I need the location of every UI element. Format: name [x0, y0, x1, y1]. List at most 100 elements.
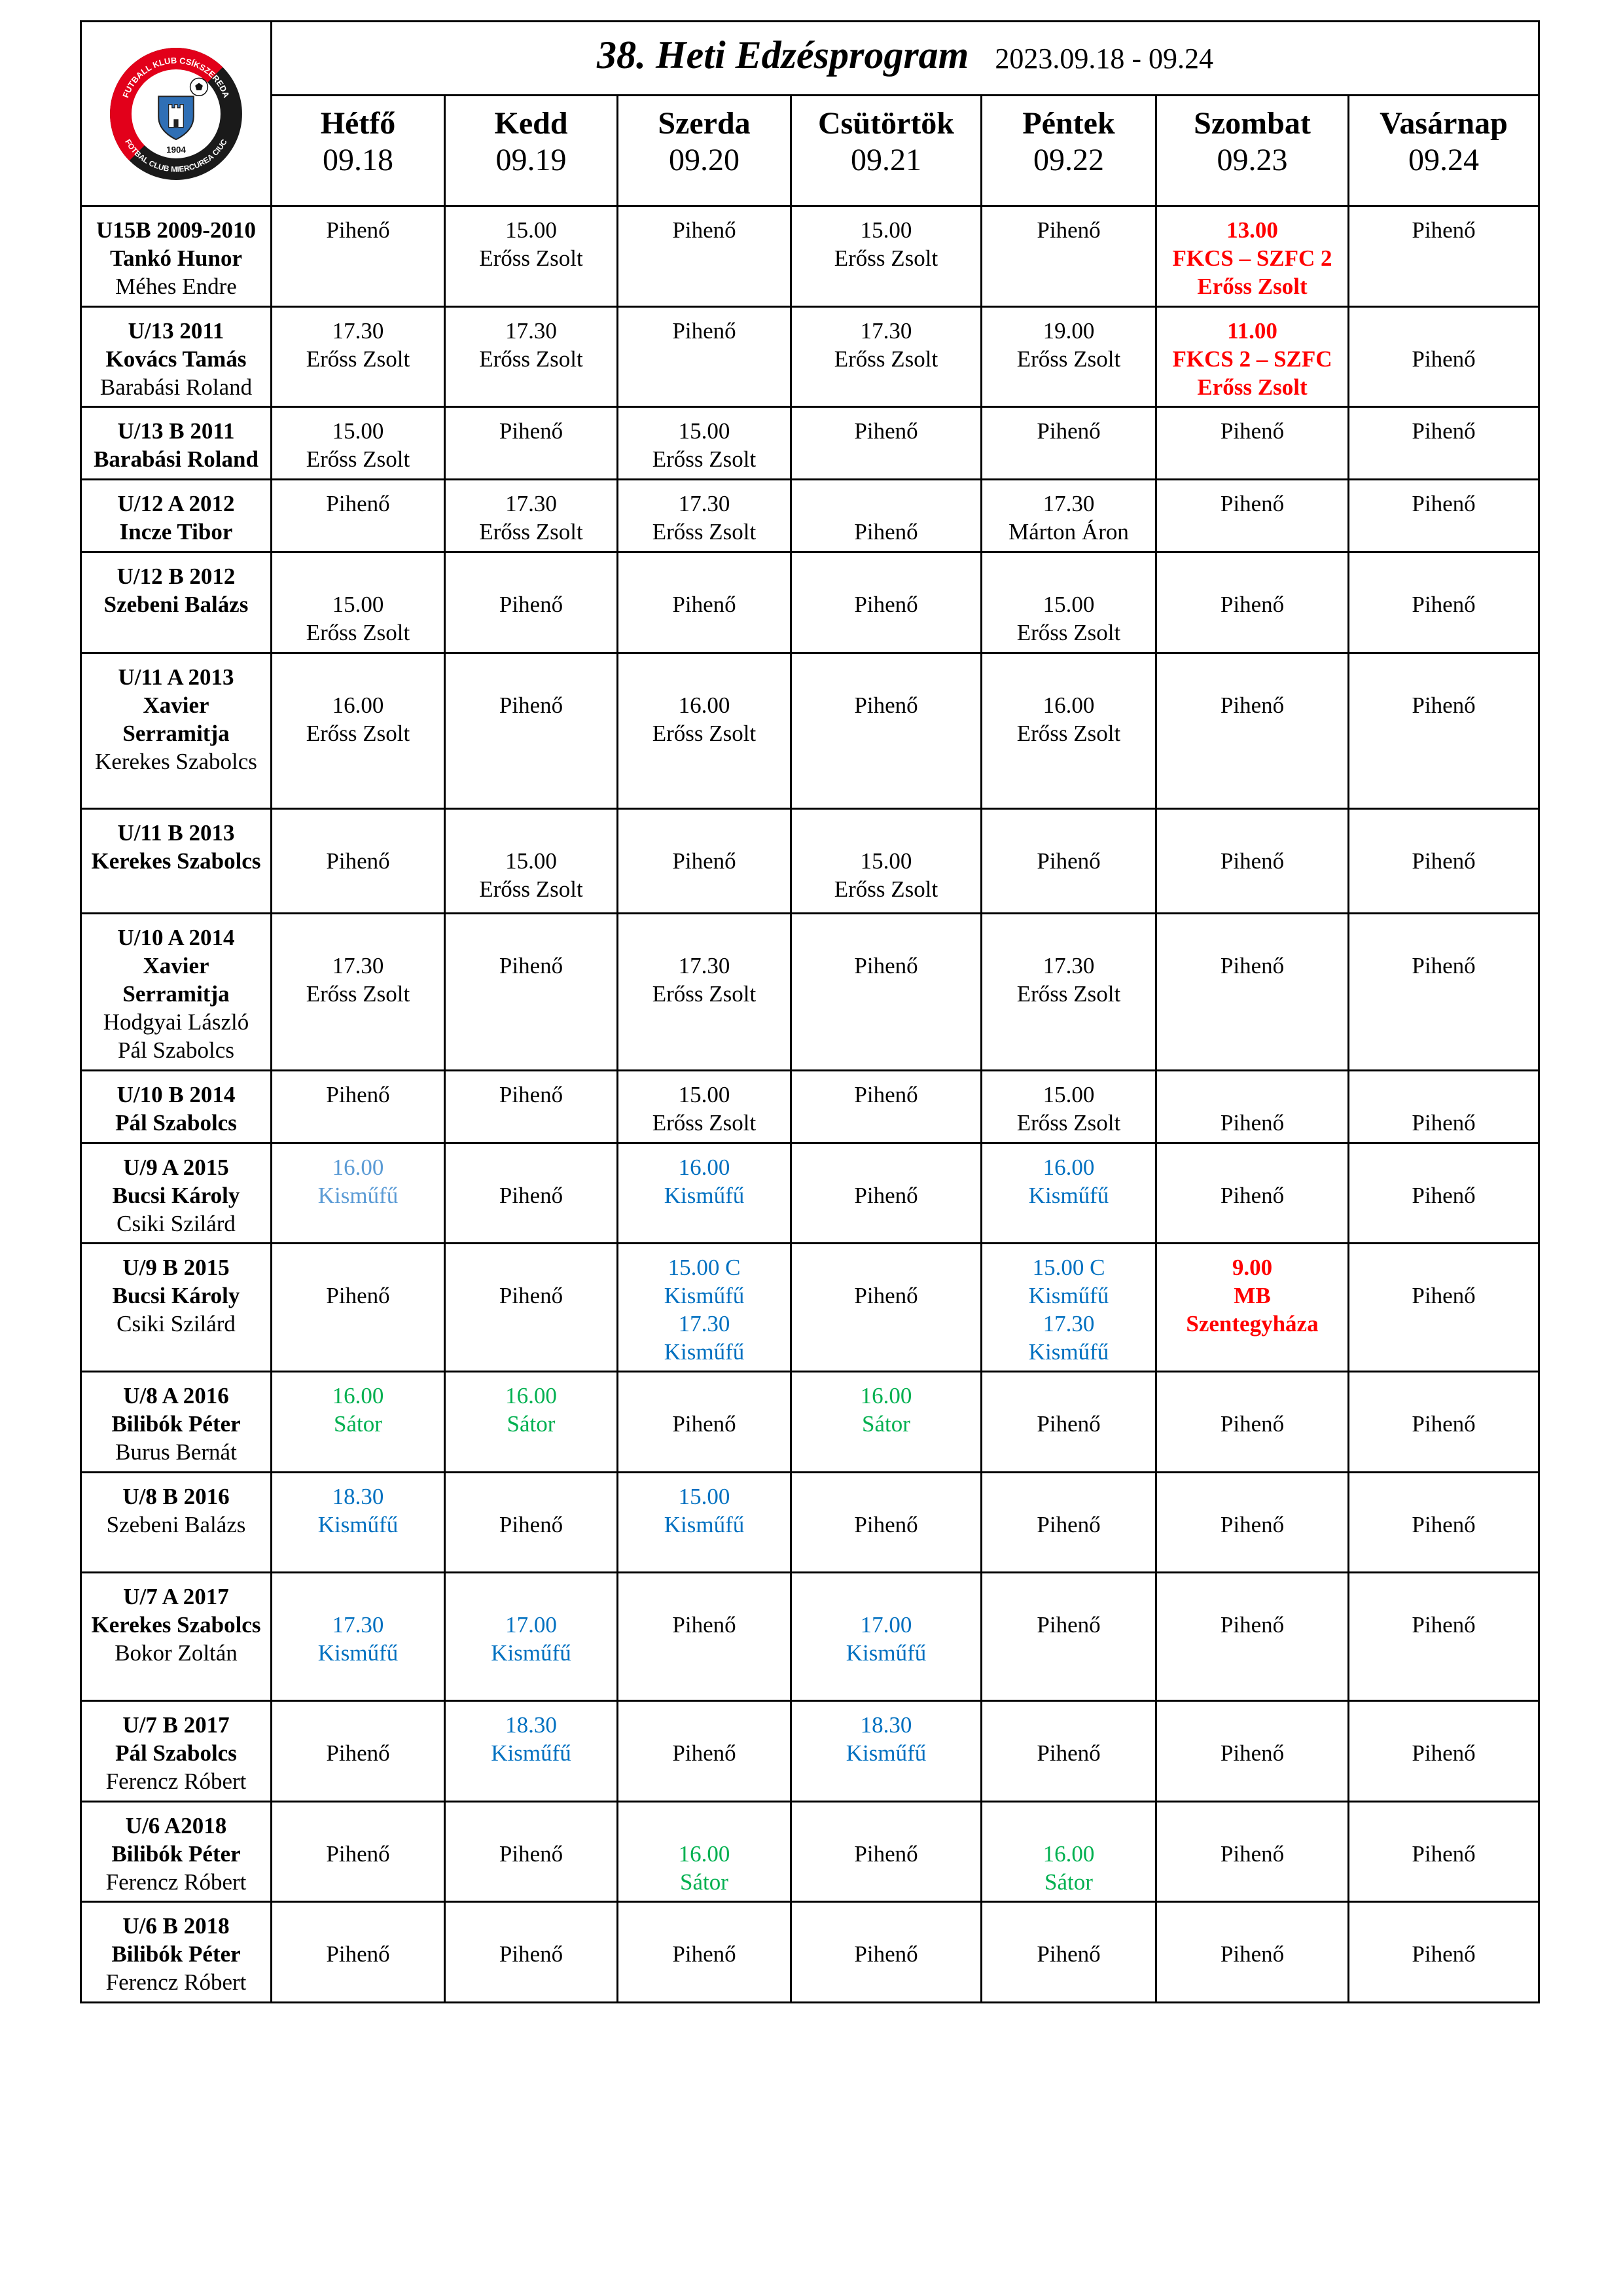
schedule-cell-tue: Pihenő [446, 553, 618, 654]
session-detail: Kisműfű [664, 1182, 745, 1208]
day-name: Csütörtök [817, 106, 954, 141]
coach-name: Bokor Zoltán [115, 1640, 238, 1666]
day-header-mon: Hétfő 09.18 [272, 96, 446, 207]
session-time: 16.00 [332, 1383, 384, 1408]
rest-day-label: Pihenő [672, 217, 736, 243]
rest-day-label: Pihenő [854, 1511, 918, 1537]
coach-name: Pál Szabolcs [118, 1037, 234, 1063]
session-time: 15.00 [1043, 592, 1095, 617]
session-detail: Sátor [862, 1411, 910, 1437]
rest-day-label: Pihenő [1220, 692, 1285, 718]
rest-day-label: Pihenő [1412, 217, 1476, 243]
schedule-cell-fri: Pihenő [982, 809, 1157, 914]
session-time: 17.30 [1043, 491, 1095, 516]
session-detail: Szentegyháza [1186, 1311, 1319, 1336]
coach-name: Xavier [143, 692, 209, 718]
rest-day-label: Pihenő [1220, 848, 1285, 874]
session-time: 18.30 [860, 1712, 912, 1738]
session-time: 17.30 [678, 952, 730, 978]
rest-day-label: Pihenő [1220, 1511, 1285, 1537]
schedule-cell-sat: Pihenő [1157, 408, 1349, 480]
rest-day-label: Pihenő [1220, 1612, 1285, 1638]
title-block: 38. Heti Edzésprogram 2023.09.18 - 09.24 [597, 35, 1213, 75]
schedule-cell-sat: Pihenő [1157, 914, 1349, 1071]
rest-day-label: Pihenő [1037, 217, 1101, 243]
schedule-cell-mon: Pihenő [272, 1702, 446, 1803]
schedule-cell-sun: Pihenő [1349, 1244, 1540, 1372]
rest-day-label: Pihenő [854, 1283, 918, 1308]
rest-day-label: Pihenő [1412, 848, 1476, 874]
schedule-cell-tue: Pihenő [446, 1473, 618, 1573]
rest-day-label: Pihenő [499, 1081, 563, 1107]
coach-name: Barabási Roland [99, 374, 253, 400]
coach-name: Csiki Szilárd [116, 1210, 236, 1236]
week-date-range: 2023.09.18 - 09.24 [995, 43, 1213, 75]
coach-name: Pál Szabolcs [115, 1740, 237, 1766]
day-name: Szombat [1194, 106, 1311, 141]
rest-day-label: Pihenő [1220, 418, 1285, 444]
coach-name: Ferencz Róbert [105, 1768, 247, 1794]
session-detail: Kisműfű [491, 1640, 571, 1666]
session-detail: Erőss Zsolt [652, 446, 757, 472]
day-date: 09.20 [669, 143, 740, 177]
session-detail: Sátor [507, 1411, 556, 1437]
schedule-cell-sun: Pihenő [1349, 307, 1540, 408]
rest-day-label: Pihenő [499, 1182, 563, 1208]
logo-tower-icon [168, 103, 184, 128]
day-header-tue: Kedd 09.19 [446, 96, 618, 207]
schedule-cell-thu: Pihenő [792, 1802, 982, 1903]
schedule-cell-sun: Pihenő [1349, 1702, 1540, 1803]
schedule-cell-wed: Pihenő [618, 1702, 792, 1803]
session-detail: FKCS – SZFC 2 [1172, 245, 1332, 271]
club-logo-cell: 1904 FUTBALL KLUB CSÍKSZEREDA FOTBAL CLU… [82, 22, 272, 207]
session-detail: Erőss Zsolt [306, 720, 410, 746]
team-name: U/8 B 2016 [122, 1483, 230, 1509]
session-time: 15.00 C [668, 1255, 741, 1280]
schedule-cell-mon: Pihenő [272, 809, 446, 914]
session-time: 15.00 [505, 848, 557, 874]
session-detail: Kisműfű [317, 1511, 399, 1537]
day-date: 09.24 [1408, 143, 1479, 177]
session-detail: Sátor [680, 1869, 728, 1895]
rest-day-label: Pihenő [854, 1840, 918, 1867]
session-detail: Kisműfű [664, 1283, 745, 1308]
rest-day-label: Pihenő [1412, 592, 1476, 617]
session-detail: Erőss Zsolt [306, 620, 410, 645]
session-time: 15.00 [332, 592, 384, 617]
rest-day-label: Pihenő [1412, 1840, 1476, 1867]
session-detail: Erőss Zsolt [306, 346, 410, 372]
rest-day-label: Pihenő [1220, 952, 1285, 978]
team-name: U/10 A 2014 [117, 924, 235, 950]
rest-day-label: Pihenő [1037, 418, 1101, 444]
day-name: Vasárnap [1380, 106, 1508, 141]
schedule-cell-sun: Pihenő [1349, 553, 1540, 654]
session-detail: FKCS 2 – SZFC [1172, 346, 1332, 372]
team-name: U/11 A 2013 [118, 664, 234, 690]
session-time: 15.00 [505, 217, 557, 243]
day-name: Hétfő [320, 106, 396, 141]
schedule-cell-thu: Pihenő [792, 1473, 982, 1573]
page-title: 38. Heti Edzésprogram [596, 33, 969, 77]
session-detail: Kisműfű [491, 1740, 571, 1766]
session-detail: Kisműfű [664, 1339, 745, 1365]
schedule-cell-wed: Pihenő [618, 1903, 792, 2003]
schedule-cell-sun: Pihenő [1349, 408, 1540, 480]
rest-day-label: Pihenő [854, 1941, 918, 1967]
